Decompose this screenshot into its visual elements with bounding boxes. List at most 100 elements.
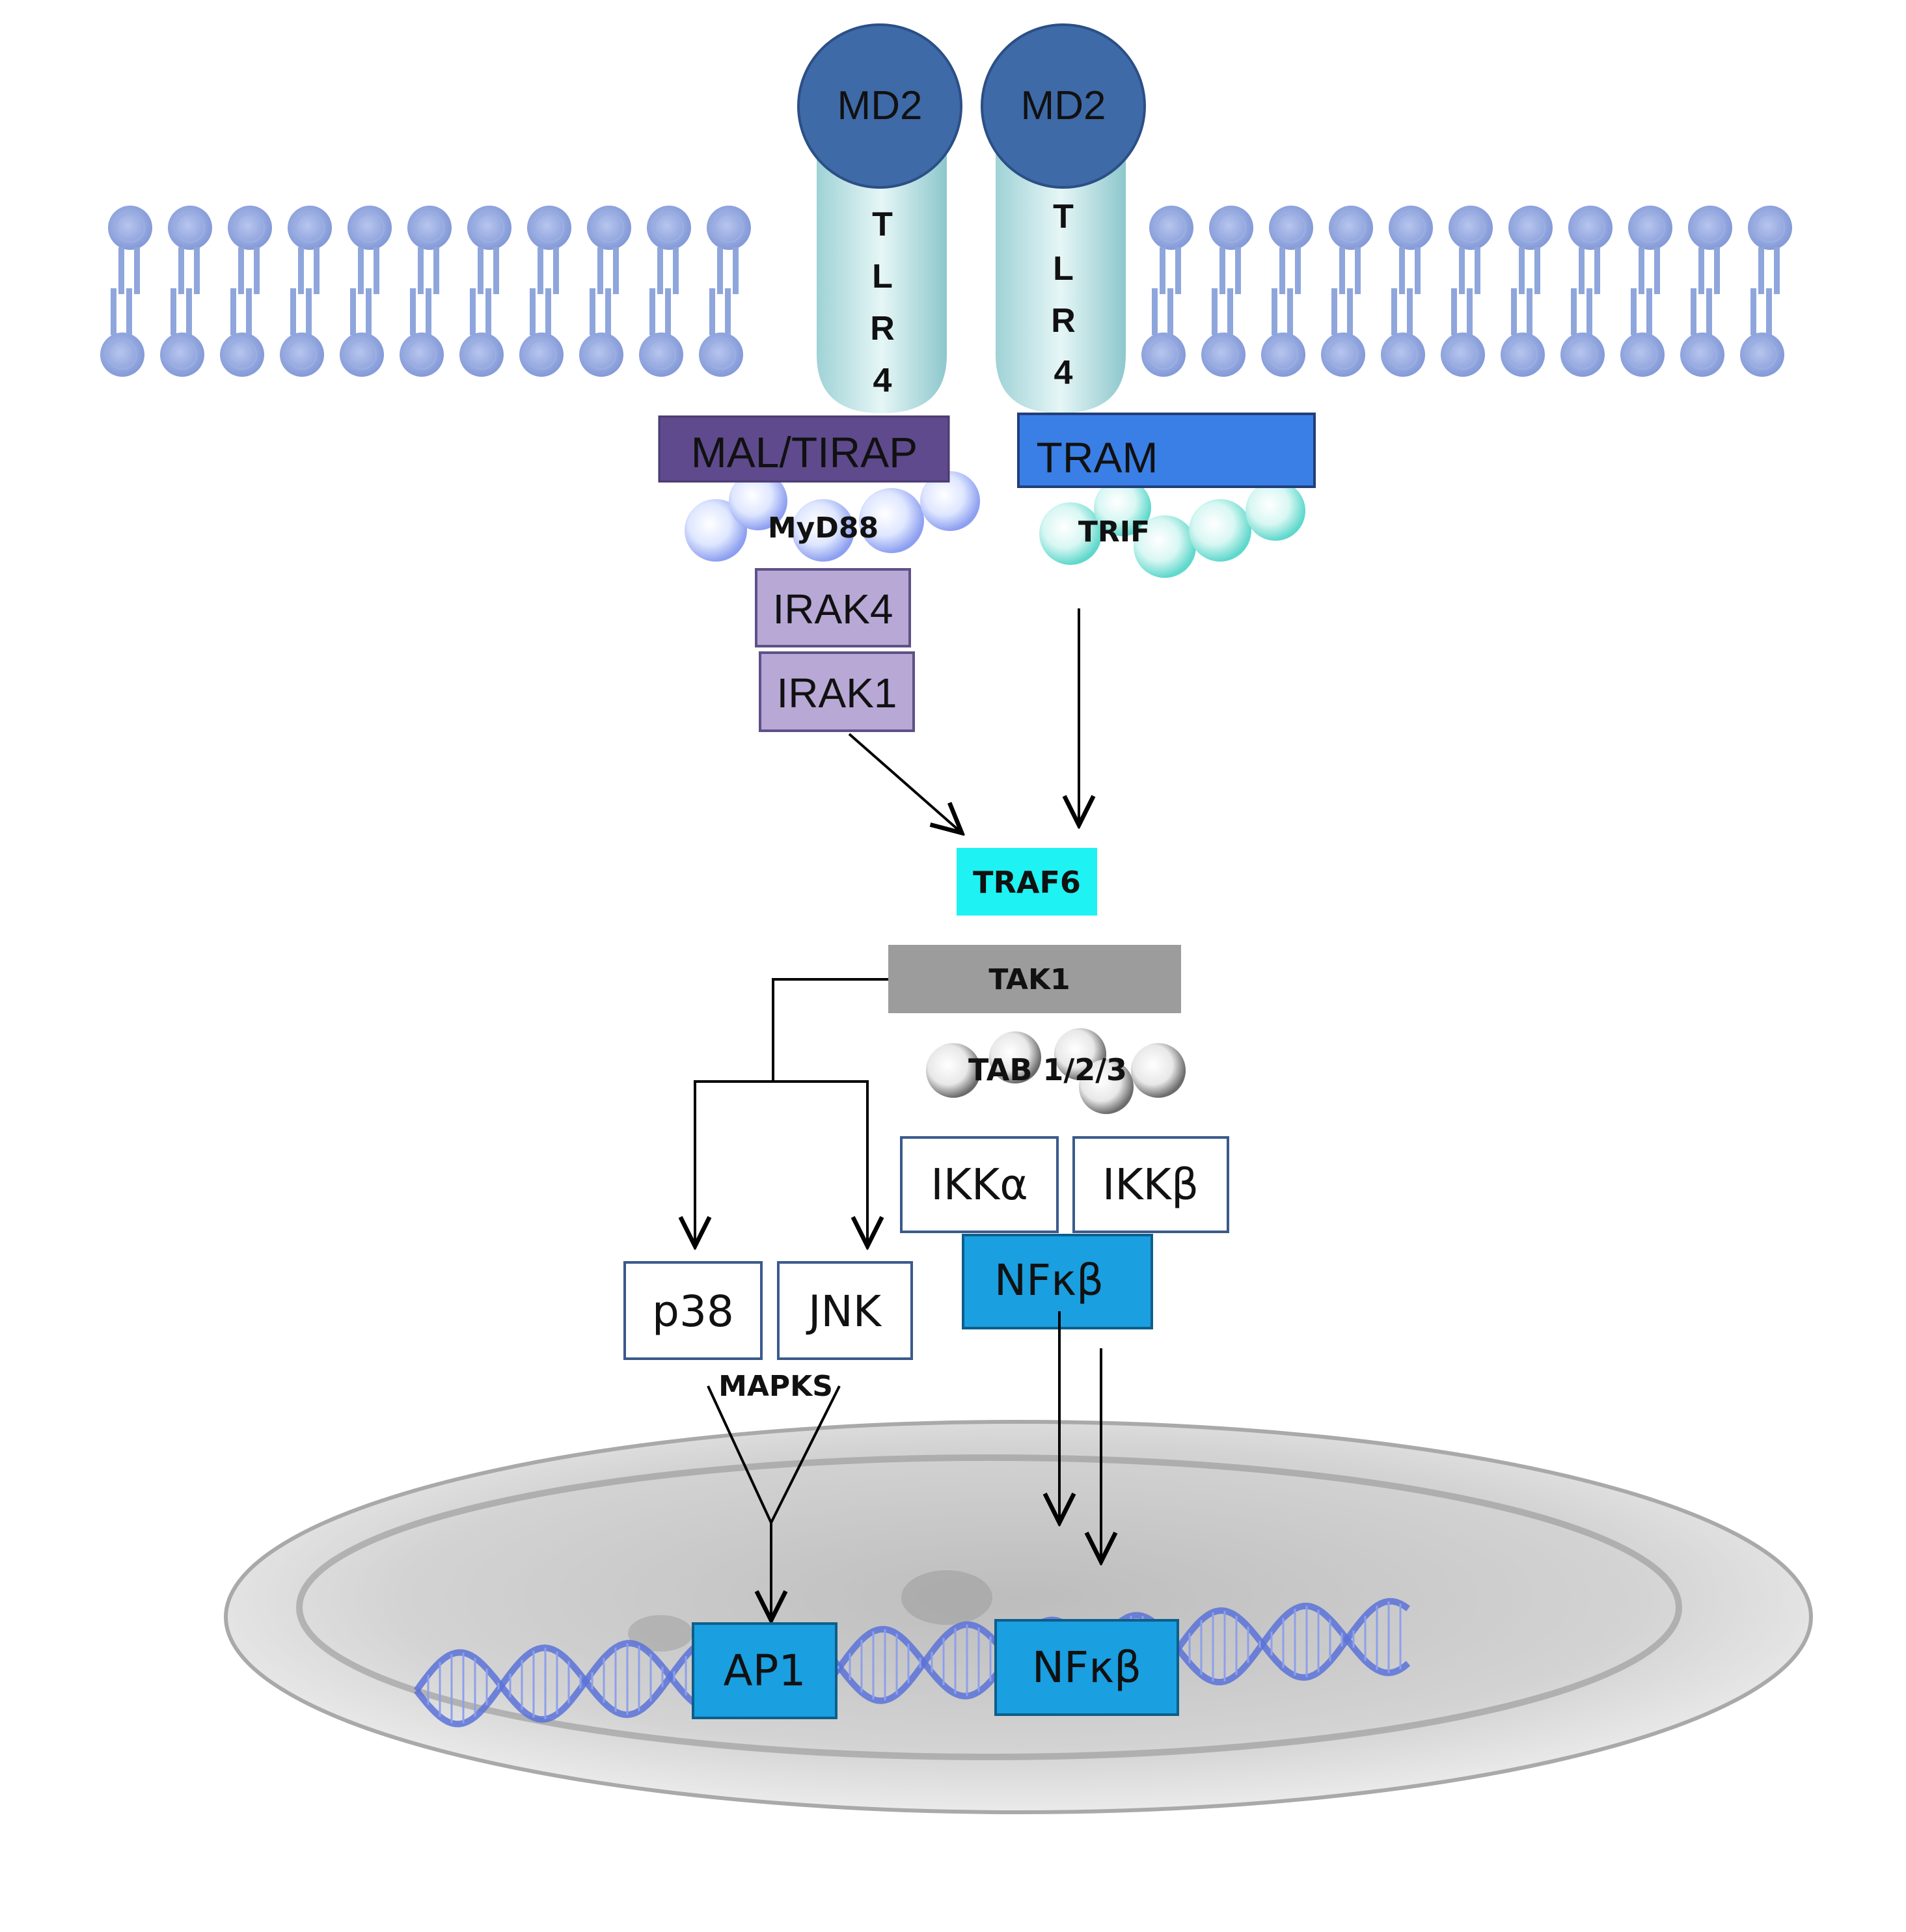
tak1-box	[888, 945, 1181, 1013]
lipid-head-outer	[1747, 204, 1793, 295]
lipid-head-inner	[1439, 287, 1486, 378]
lipid-head-inner	[219, 287, 265, 378]
tlr4-receptor-right: MD2 T L R 4	[981, 23, 1146, 413]
lipid-head-inner	[518, 287, 565, 378]
tlr4-letter: 4	[873, 362, 892, 400]
lipid-head-inner	[1559, 287, 1606, 378]
lipid-head-inner	[398, 287, 445, 378]
lipid-head-inner	[1140, 287, 1187, 378]
tab-bubble	[1079, 1059, 1134, 1114]
nfkb-nucleus-label: NFκβ	[1032, 1642, 1141, 1693]
myd88-complex: MyD88	[685, 471, 980, 562]
lipid-head-outer	[1507, 204, 1554, 295]
tlr4-letter: L	[872, 258, 893, 295]
lipid-head-inner	[638, 287, 685, 378]
arrow-to-jnk	[773, 1080, 867, 1246]
tlr4-letter: L	[1053, 250, 1074, 288]
trif-bubble	[1094, 479, 1151, 536]
jnk-box	[777, 1261, 913, 1360]
jnk-label: JNK	[806, 1286, 882, 1337]
traf6-label: TRAF6	[973, 865, 1081, 900]
p38-label: p38	[652, 1286, 734, 1337]
ikk-beta-label: IKKβ	[1102, 1160, 1199, 1210]
tram-box	[1017, 413, 1316, 488]
tab-bubble	[926, 1043, 981, 1098]
tlr4-letter: T	[1053, 198, 1074, 236]
lipid-head-outer	[1327, 204, 1374, 295]
tak1-branch-line	[772, 978, 888, 1082]
lipid-head-inner	[1619, 287, 1666, 378]
lipid-head-outer	[226, 204, 273, 295]
lipid-head-outer	[107, 204, 154, 295]
arrow-jnk-to-ap1-line	[770, 1385, 841, 1523]
trif-bubble	[1189, 499, 1251, 562]
lipid-head-inner	[1380, 287, 1426, 378]
lipid-head-outer	[1148, 204, 1195, 295]
lipid-head-outer	[586, 204, 633, 295]
ap1-label: AP1	[724, 1646, 806, 1696]
ap1-box	[692, 1622, 837, 1719]
lipid-head-outer	[1687, 204, 1734, 295]
ikk-alpha-label: IKKα	[931, 1160, 1028, 1210]
lipid-head-outer	[1627, 204, 1674, 295]
nfkb-cytoplasm-box	[962, 1234, 1153, 1329]
arrow-to-p38	[695, 1080, 773, 1246]
lipid-head-outer	[466, 204, 513, 295]
nucleolus	[901, 1570, 992, 1625]
mapks-label: MAPKS	[718, 1370, 833, 1403]
lipid-head-inner	[1739, 287, 1786, 378]
ikk-alpha-box	[900, 1136, 1059, 1233]
tlr4-letter: R	[870, 310, 895, 347]
irak1-box	[759, 651, 915, 732]
lipid-head-outer	[1567, 204, 1614, 295]
traf6-box	[957, 848, 1097, 916]
lipid-head-outer	[286, 204, 333, 295]
md2-label-right: MD2	[1021, 83, 1106, 128]
irak4-label: IRAK4	[773, 586, 893, 633]
lipid-head-inner	[458, 287, 505, 378]
tab-label: TAB 1/2/3	[968, 1052, 1127, 1087]
mal-tirap-box	[658, 415, 950, 483]
lipid-head-inner	[698, 287, 744, 378]
p38-box	[623, 1261, 763, 1360]
lipid-head-outer	[1208, 204, 1255, 295]
irak1-label: IRAK1	[777, 670, 897, 716]
lipid-head-inner	[1679, 287, 1726, 378]
tab-bubble	[989, 1031, 1041, 1083]
tab-bubble	[1131, 1043, 1186, 1098]
md2-circle-left	[797, 23, 962, 189]
tlr4-letter: T	[872, 206, 893, 243]
trif-bubble	[1246, 481, 1305, 541]
dna-strand	[413, 1602, 1411, 1723]
arrow-p38-to-ap1-line	[707, 1385, 772, 1523]
lipid-head-outer	[167, 204, 213, 295]
nucleus-inner-ring	[296, 1454, 1682, 1760]
lipid-head-outer	[526, 204, 573, 295]
md2-label-left: MD2	[837, 83, 923, 128]
tlr4-letter: 4	[1054, 354, 1073, 392]
lipid-head-inner	[338, 287, 385, 378]
lipid-head-inner	[1320, 287, 1367, 378]
lipid-head-outer	[1387, 204, 1434, 295]
irak4-box	[755, 568, 911, 647]
tab-complex: TAB 1/2/3	[926, 1028, 1186, 1114]
myd88-bubble	[729, 472, 787, 530]
tak1-label: TAK1	[988, 963, 1070, 996]
lipid-head-inner	[159, 287, 206, 378]
myd88-bubble	[920, 471, 980, 531]
trif-bubble	[1134, 515, 1196, 578]
lipid-head-outer	[406, 204, 453, 295]
tlr4-stalk-left	[817, 137, 947, 413]
lipid-head-inner	[279, 287, 325, 378]
tlr4-receptor-left: MD2 T L R 4	[797, 23, 962, 413]
lipid-head-inner	[1499, 287, 1546, 378]
trif-complex: TRIF	[1039, 479, 1305, 578]
trif-label: TRIF	[1078, 515, 1150, 549]
tram-label: TRAM	[1037, 433, 1158, 482]
lipid-head-inner	[1200, 287, 1247, 378]
lipid-head-inner	[99, 287, 146, 378]
lipid-head-outer	[1447, 204, 1494, 295]
myd88-bubble	[792, 499, 854, 562]
nfkb-nucleus-box	[994, 1619, 1179, 1716]
